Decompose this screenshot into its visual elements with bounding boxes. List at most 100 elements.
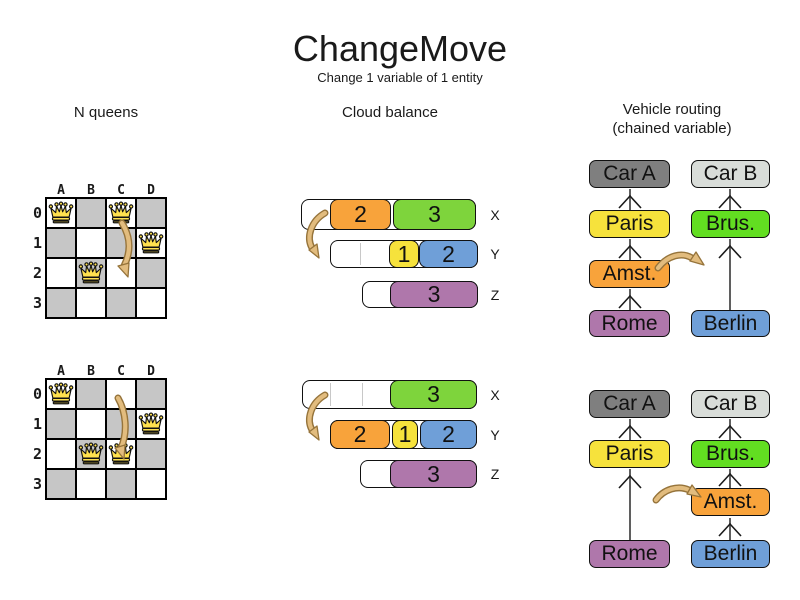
board-cell bbox=[106, 258, 136, 288]
board-cell bbox=[136, 439, 166, 469]
column-label: C bbox=[117, 364, 125, 379]
column-label: B bbox=[87, 364, 95, 379]
queen-icon bbox=[48, 382, 74, 405]
board-cell bbox=[46, 379, 76, 409]
board-cell bbox=[136, 198, 166, 228]
process-block: 3 bbox=[393, 199, 476, 230]
computer-label: Y bbox=[490, 426, 500, 443]
process-block: 2 bbox=[420, 420, 477, 449]
vr-node-rome: Rome bbox=[589, 540, 670, 568]
queen-icon bbox=[138, 231, 164, 254]
board-cell bbox=[76, 439, 106, 469]
vr-node-rome: Rome bbox=[589, 310, 670, 337]
vr-node-amsterdam: Amst. bbox=[691, 488, 770, 516]
board-cell bbox=[106, 228, 136, 258]
section-title-nqueens: N queens bbox=[73, 104, 139, 121]
board-cell bbox=[46, 198, 76, 228]
vr-node-berlin: Berlin bbox=[691, 540, 770, 568]
vr-node-car-b: Car B bbox=[691, 390, 770, 418]
capacity-divider bbox=[362, 383, 363, 406]
queen-icon bbox=[78, 442, 104, 465]
vr-node-berlin: Berlin bbox=[691, 310, 770, 337]
computer-label: Z bbox=[490, 286, 500, 303]
vr-node-amsterdam: Amst. bbox=[589, 260, 670, 288]
vr-node-paris: Paris bbox=[589, 210, 670, 238]
section-title-cloud: Cloud balance bbox=[342, 104, 438, 121]
board-cell bbox=[106, 409, 136, 439]
board-cell bbox=[136, 228, 166, 258]
board-cell bbox=[136, 258, 166, 288]
board-cell bbox=[136, 409, 166, 439]
process-block: 1 bbox=[392, 420, 418, 449]
vr-node-brussels: Brus. bbox=[691, 210, 770, 238]
row-label: 3 bbox=[32, 475, 42, 493]
chain-connector bbox=[618, 419, 742, 540]
chessboard-before: A B C D 0 1 bbox=[26, 183, 166, 318]
computer-label: X bbox=[490, 206, 500, 223]
row-label: 0 bbox=[32, 204, 42, 222]
page-title: ChangeMove bbox=[292, 28, 508, 69]
vr-node-car-a: Car A bbox=[589, 390, 670, 418]
column-label: A bbox=[57, 183, 65, 198]
board-cell bbox=[76, 409, 106, 439]
process-block: 3 bbox=[390, 380, 477, 409]
row-label: 1 bbox=[32, 234, 42, 252]
column-label: A bbox=[57, 364, 65, 379]
board-cell bbox=[46, 439, 76, 469]
process-block: 1 bbox=[389, 240, 419, 268]
board-cell bbox=[46, 258, 76, 288]
board-cell bbox=[76, 228, 106, 258]
process-block: 2 bbox=[330, 199, 391, 230]
board-cell bbox=[76, 198, 106, 228]
board-cell bbox=[106, 469, 136, 499]
board-cell bbox=[106, 288, 136, 318]
row-label: 2 bbox=[32, 264, 42, 282]
column-label: C bbox=[117, 183, 125, 198]
computer-label: Y bbox=[490, 246, 500, 262]
board-cell bbox=[106, 379, 136, 409]
section-title-vehicle: Vehicle routing (chained variable) bbox=[592, 100, 752, 138]
vr-node-paris: Paris bbox=[589, 440, 670, 468]
board-cell bbox=[76, 288, 106, 318]
queen-icon bbox=[108, 442, 134, 465]
chessboard-after: A B C D 0 1 2 bbox=[26, 364, 166, 499]
board-corner bbox=[26, 364, 46, 379]
computer-label: Z bbox=[490, 466, 500, 482]
row-label: 0 bbox=[32, 385, 42, 403]
board-cell bbox=[46, 469, 76, 499]
process-block: 3 bbox=[390, 281, 478, 308]
queen-icon bbox=[108, 201, 134, 224]
row-label: 3 bbox=[32, 294, 42, 312]
board-cell bbox=[106, 198, 136, 228]
board-cell bbox=[136, 288, 166, 318]
process-block: 2 bbox=[330, 420, 390, 449]
board-cell bbox=[46, 409, 76, 439]
queen-icon bbox=[48, 201, 74, 224]
board-cell bbox=[136, 469, 166, 499]
page-subtitle: Change 1 variable of 1 entity bbox=[317, 70, 483, 85]
process-block: 3 bbox=[390, 460, 477, 488]
board-cell bbox=[106, 439, 136, 469]
vehicle-title: Vehicle routing bbox=[622, 101, 722, 118]
capacity-divider bbox=[330, 383, 331, 406]
board-cell bbox=[46, 228, 76, 258]
vr-node-car-b: Car B bbox=[691, 160, 770, 188]
vehicle-subtitle: (chained variable) bbox=[612, 120, 732, 137]
queen-icon bbox=[78, 261, 104, 284]
process-block: 2 bbox=[419, 240, 478, 268]
computer-label: X bbox=[490, 386, 500, 403]
queen-icon bbox=[138, 412, 164, 435]
chain-connector bbox=[618, 189, 742, 310]
row-label: 2 bbox=[32, 445, 42, 463]
vr-node-car-a: Car A bbox=[589, 160, 670, 188]
board-corner bbox=[26, 183, 46, 198]
column-label: B bbox=[87, 183, 95, 198]
column-label: D bbox=[147, 364, 155, 379]
vr-node-brussels: Brus. bbox=[691, 440, 770, 468]
column-label: D bbox=[147, 183, 155, 198]
board-cell bbox=[46, 288, 76, 318]
board-cell bbox=[76, 469, 106, 499]
row-label: 1 bbox=[32, 415, 42, 433]
board-cell bbox=[76, 379, 106, 409]
